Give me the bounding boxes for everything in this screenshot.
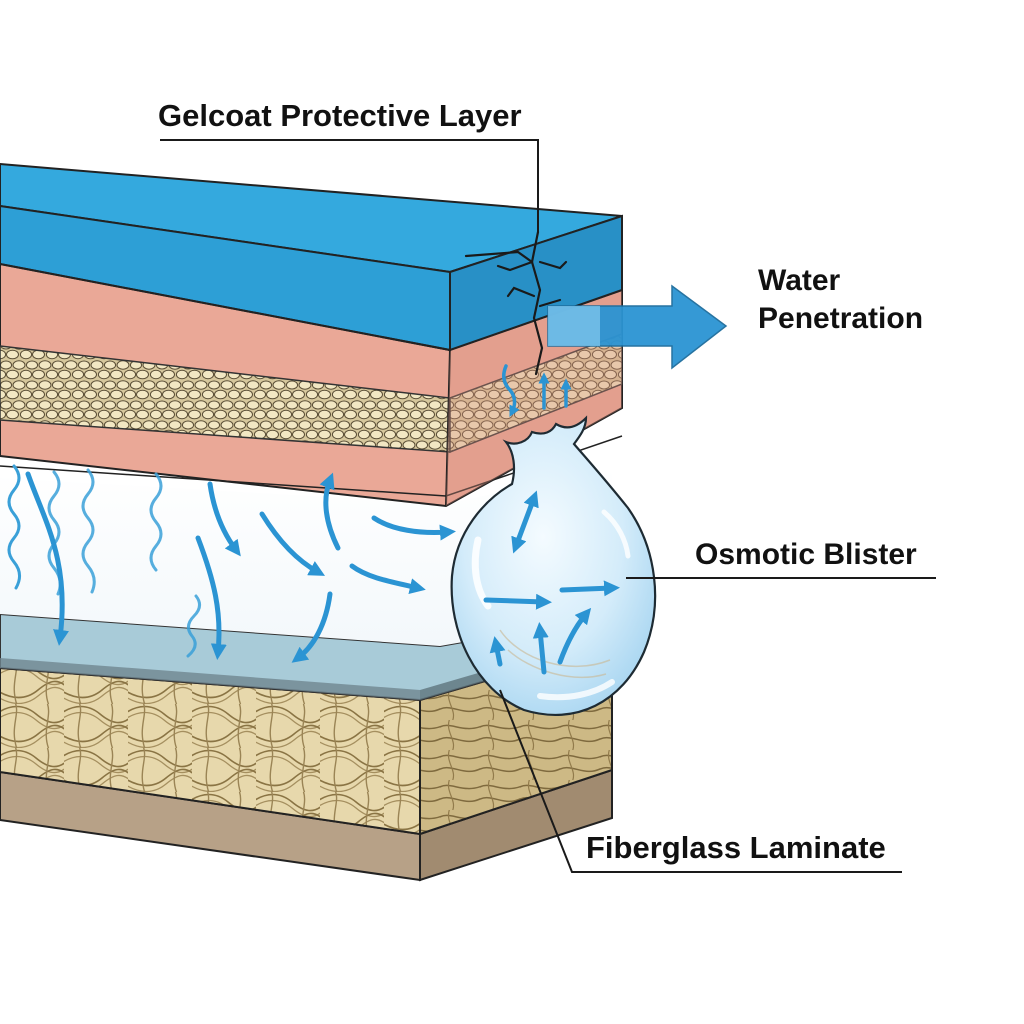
water-wavy-lines bbox=[7, 464, 201, 658]
water-penetration-label: Water Penetration bbox=[758, 262, 923, 338]
osmotic-blister-label: Osmotic Blister bbox=[695, 538, 917, 571]
water-label-line2: Penetration bbox=[758, 302, 924, 335]
gelcoat-leader bbox=[160, 139, 539, 232]
gelcoat-crack bbox=[464, 230, 568, 376]
crack-water-arrows bbox=[502, 364, 572, 418]
fiberglass-laminate-label: Fiberglass Laminate bbox=[586, 830, 886, 865]
fiberglass-leader bbox=[499, 689, 902, 873]
gelcoat-label: Gelcoat Protective Layer bbox=[158, 98, 522, 133]
water-penetration-arrow bbox=[547, 284, 728, 370]
leader-lines bbox=[160, 139, 936, 873]
water-flow-arrows bbox=[25, 471, 456, 663]
water-label-line1: Water bbox=[758, 264, 841, 297]
gelcoat-layer bbox=[0, 162, 623, 352]
resin-layer bbox=[0, 260, 623, 508]
blister-arrows bbox=[483, 490, 620, 675]
